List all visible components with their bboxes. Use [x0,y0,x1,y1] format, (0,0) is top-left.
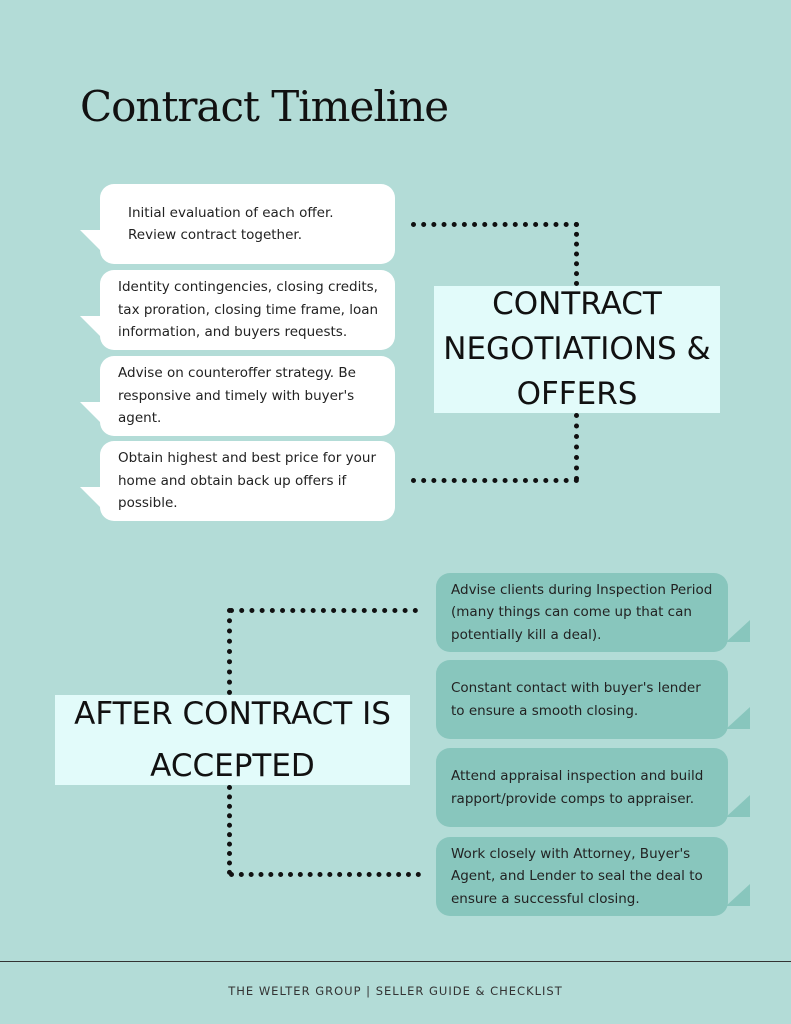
negotiation-step-1: Initial evaluation of each offer. Review… [80,184,395,264]
negotiation-step-2: Identity contingencies, closing credits,… [80,270,395,350]
negotiation-step-4: Obtain highest and best price for your h… [80,441,395,521]
negotiations-label: CONTRACT NEGOTIATIONS & OFFERS [434,286,720,413]
accepted-step-3: Attend appraisal inspection and build ra… [436,748,750,827]
connector-line [229,872,421,877]
footer-divider [0,961,791,962]
footer-text: THE WELTER GROUP | SELLER GUIDE & CHECKL… [228,984,563,998]
connector-line [411,222,579,227]
accepted-label: AFTER CONTRACT IS ACCEPTED [55,695,410,785]
page-title: Contract Timeline [80,82,449,131]
negotiation-step-3: Advise on counteroffer strategy. Be resp… [80,356,395,436]
connector-line [411,478,579,483]
connector-line [229,608,418,613]
accepted-step-4: Work closely with Attorney, Buyer's Agen… [436,837,750,916]
connector-line [227,785,232,875]
connector-line [574,413,579,481]
accepted-step-1: Advise clients during Inspection Period … [436,573,750,652]
connector-line [574,222,579,286]
accepted-step-2: Constant contact with buyer's lender to … [436,660,750,739]
connector-line [227,608,232,695]
